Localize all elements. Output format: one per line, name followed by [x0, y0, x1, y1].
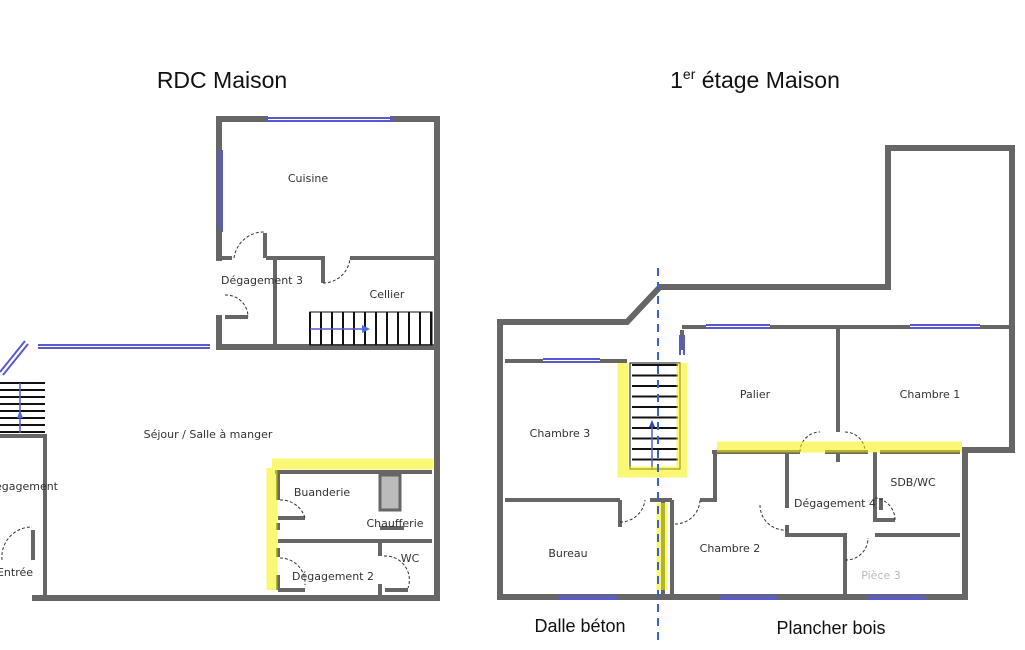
rdc-plan: Cuisine Dégagement 3 Cellier Séjour / Sa…	[0, 116, 440, 601]
rdc-title: RDC Maison	[157, 67, 287, 93]
room-label: Dégagement	[0, 480, 59, 493]
room-label: Dégagement 3	[221, 274, 303, 287]
room-label: Palier	[740, 388, 771, 401]
caption-plancher-bois: Plancher bois	[776, 618, 885, 638]
room-label: Cuisine	[288, 172, 328, 185]
room-label: SDB/WC	[890, 476, 936, 489]
cellier-stairs	[309, 311, 433, 346]
room-label: Dégagement 4	[794, 497, 876, 510]
room-label: Dégagement 2	[292, 570, 374, 583]
room-label: Chambre 2	[700, 542, 761, 555]
room-label: Chambre 3	[530, 427, 591, 440]
etage-title: 1er étage Maison	[670, 66, 840, 93]
etage-plan: Palier Chambre 1 Chambre 3 SDB/WC Dégage…	[497, 145, 1015, 645]
room-label: Entrée	[0, 566, 33, 579]
room-label: Pièce 3	[861, 569, 901, 582]
room-label: Buanderie	[294, 486, 351, 499]
room-label: Chambre 1	[900, 388, 961, 401]
room-label: Cellier	[370, 288, 405, 301]
room-label: WC	[401, 552, 420, 565]
caption-dalle-beton: Dalle béton	[534, 616, 625, 636]
etage-stairs	[629, 362, 681, 470]
room-label: Chaufferie	[366, 517, 423, 530]
room-label: Bureau	[548, 547, 587, 560]
entry-stairs	[0, 382, 45, 433]
room-label: Séjour / Salle à manger	[144, 428, 273, 441]
